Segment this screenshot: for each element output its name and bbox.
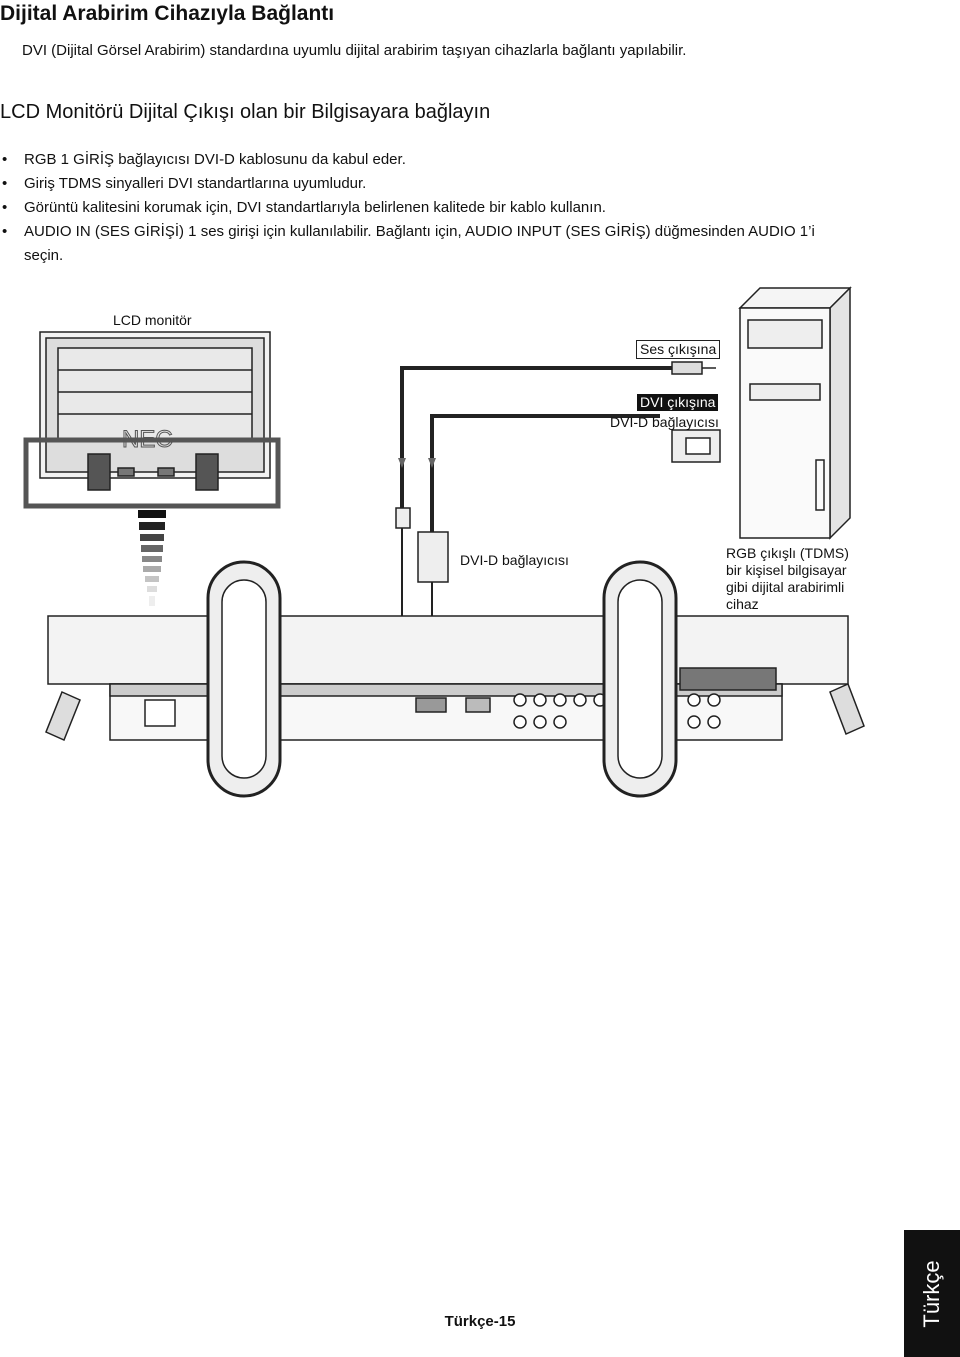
pc-label-line: RGB çıkışlı (TDMS)	[726, 545, 849, 561]
audio-out-label: Ses çıkışına	[636, 340, 721, 359]
connection-diagram: NEC LCD monitör Ses çıkışına DVI çıkışın…	[0, 280, 960, 840]
dvi-d-connector-pc-label: DVI-D bağlayıcısı	[610, 414, 719, 430]
monitor-rear-panel	[45, 615, 865, 742]
page-number: Türkçe-15	[444, 1313, 516, 1330]
section-heading: LCD Monitörü Dijital Çıkışı olan bir Bil…	[0, 101, 491, 123]
page-title: Dijital Arabirim Cihazıyla Bağlantı	[0, 2, 335, 25]
monitor-back-thumbnail	[23, 331, 281, 509]
list-item: RGB 1 GİRİŞ bağlayıcısı DVI-D kablosunu …	[0, 148, 820, 172]
diagram-drawing: NEC	[23, 286, 865, 798]
pc-label: RGB çıkışlı (TDMS) bir kişisel bilgisaya…	[726, 545, 849, 613]
intro-text: DVI (Dijital Görsel Arabirim) standardın…	[22, 42, 687, 59]
bullet-list: RGB 1 GİRİŞ bağlayıcısı DVI-D kablosunu …	[0, 148, 820, 268]
dvi-out-label: DVI çıkışına	[637, 394, 719, 411]
monitor-label: LCD monitör	[113, 312, 192, 328]
list-item: Görüntü kalitesini korumak için, DVI sta…	[0, 196, 820, 220]
zoom-indicator	[138, 510, 166, 606]
dvi-d-connector-monitor-label: DVI-D bağlayıcısı	[460, 552, 569, 568]
pc-tower	[738, 286, 852, 540]
nec-logo: NEC	[122, 426, 173, 453]
language-tab-label: Türkçe	[919, 1260, 944, 1328]
list-item: AUDIO IN (SES GİRİŞİ) 1 ses girişi için …	[0, 220, 820, 268]
pc-label-line: cihaz	[726, 596, 759, 612]
list-item: Giriş TDMS sinyalleri DVI standartlarına…	[0, 172, 820, 196]
pc-label-line: gibi dijital arabirimli	[726, 579, 845, 595]
language-tab: Türkçe	[904, 1230, 960, 1357]
pc-label-line: bir kişisel bilgisayar	[726, 562, 847, 578]
